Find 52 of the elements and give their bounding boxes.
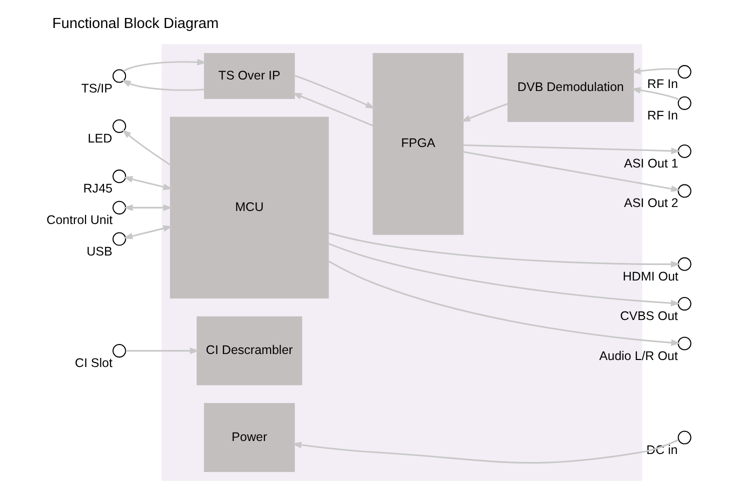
node-label: ASI Out 2 <box>624 196 678 210</box>
arrow <box>123 204 173 211</box>
arrow <box>460 103 508 122</box>
node-circle <box>112 170 126 184</box>
arrow <box>463 144 681 154</box>
node-circle <box>112 232 126 246</box>
node-circle <box>112 119 126 133</box>
arrow <box>631 87 680 100</box>
arrow <box>328 260 681 346</box>
node-box: FPGA <box>372 53 464 235</box>
arrow <box>631 68 679 74</box>
node-label: HDMI Out <box>622 269 678 284</box>
node-label: Control Unit <box>46 212 113 227</box>
node-label: RF In <box>647 108 678 122</box>
node-label: CI Slot <box>74 356 112 370</box>
node-circle <box>678 65 692 79</box>
arrow <box>123 176 173 190</box>
node-box: TS Over IP <box>204 53 295 99</box>
node-label: Audio L/R Out <box>599 348 678 363</box>
node-label: RJ45 <box>83 182 113 196</box>
node-circle <box>112 344 126 358</box>
arrow <box>123 58 207 72</box>
arrow <box>122 129 171 166</box>
node-circle <box>678 184 692 198</box>
node-circle <box>678 144 692 158</box>
arrow <box>462 150 681 192</box>
node-box: Power <box>204 403 295 472</box>
arrow <box>328 232 680 268</box>
node-circle <box>678 430 692 444</box>
arrow <box>294 74 375 109</box>
arrow <box>292 439 679 464</box>
arrow <box>121 80 204 91</box>
node-circle <box>678 96 692 110</box>
arrow <box>126 348 200 354</box>
node-circle <box>678 297 692 311</box>
node-label: ASI Out 1 <box>624 156 678 171</box>
arrow <box>328 242 680 306</box>
node-label: RF In <box>647 77 678 92</box>
node-circle <box>112 200 126 214</box>
node-box: CI Descrambler <box>196 316 302 386</box>
node-label: TS/IP <box>81 81 112 96</box>
node-circle <box>678 257 692 271</box>
node-label: CVBS Out <box>620 309 678 324</box>
node-circle <box>112 69 126 83</box>
arrow <box>123 225 173 240</box>
node-box: MCU <box>170 116 329 299</box>
node-box: DVB Demodulation <box>507 53 634 122</box>
node-label: USB <box>86 244 112 258</box>
diagram-title: Functional Block Diagram <box>52 16 219 32</box>
node-circle <box>678 336 692 350</box>
arrow <box>292 92 374 126</box>
node-label: LED <box>88 131 112 146</box>
